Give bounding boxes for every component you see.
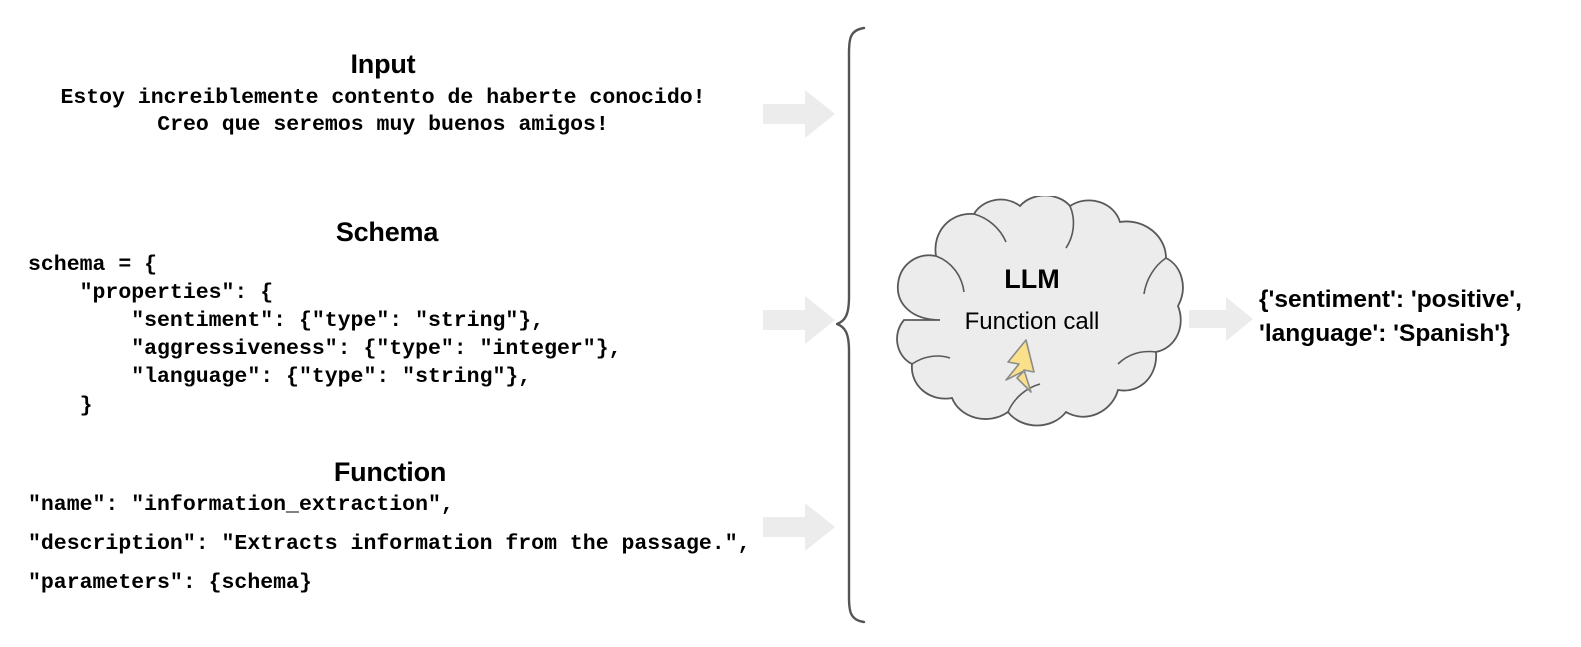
function-section-heading: Function: [333, 457, 447, 487]
schema-code-line-2: "properties": {: [28, 281, 274, 305]
schema-code-line-4: "aggressiveness": {"type": "integer"},: [28, 337, 622, 361]
llm-label: LLM: [1004, 264, 1060, 294]
input-text-line-1: Estoy increiblemente contento de haberte…: [60, 86, 706, 110]
output-line-1: {'sentiment': 'positive',: [1259, 286, 1522, 313]
output-result-text: {'sentiment': 'positive', 'language': 'Sp…: [1259, 283, 1522, 351]
function-call-label: Function call: [964, 308, 1100, 335]
schema-code-line-3: "sentiment": {"type": "string"},: [28, 309, 545, 333]
schema-code-line-6: }: [28, 394, 93, 418]
function-code-line-2: "description": "Extracts information fro…: [28, 532, 751, 556]
schema-arrow-icon: [763, 296, 835, 344]
input-section-heading: Input: [350, 49, 416, 79]
input-arrow-icon: [763, 90, 835, 138]
function-arrow-icon: [763, 503, 835, 551]
schema-section-heading: Schema: [335, 217, 439, 247]
input-text-line-2: Creo que seremos muy buenos amigos!: [157, 113, 609, 137]
function-code-line-3: "parameters": {schema}: [28, 571, 312, 595]
lightning-bolt-icon: [1005, 339, 1035, 393]
output-arrow-icon: [1189, 297, 1253, 341]
schema-code-line-5: "language": {"type": "string"},: [28, 365, 532, 389]
schema-code-line-1: schema = {: [28, 253, 158, 277]
function-code-line-1: "name": "information_extraction",: [28, 493, 454, 517]
llm-cloud: LLM Function call: [876, 194, 1188, 434]
curly-brace-icon: [836, 26, 866, 624]
cloud-shape-icon: [896, 194, 1184, 427]
output-line-2: 'language': 'Spanish'}: [1259, 320, 1510, 347]
